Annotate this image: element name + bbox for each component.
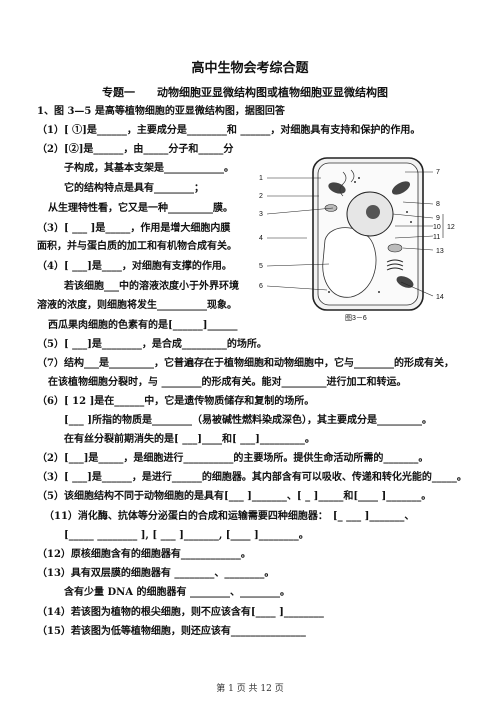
question-line: [_____ ________ ], [ ___ ]_______, [____… xyxy=(64,530,309,541)
figure-label: 13 xyxy=(436,248,444,255)
chloroplast xyxy=(328,182,346,194)
figure-label: 11 xyxy=(433,234,440,241)
question-line: 在该植物细胞分裂时，与 ________的形成有关。能对_________进行加… xyxy=(48,377,407,388)
question-line: （13）具有双层膜的细胞器有 ________、________。 xyxy=(37,568,275,579)
question-line: 它的结构特点是具有________； xyxy=(64,183,204,194)
question-line: （11）消化酶、抗体等分泌蛋白的合成和运输需要四种细胞器： [_ ___ ]__… xyxy=(44,511,415,522)
figure-label: 3 xyxy=(259,211,263,218)
question-line: 含有少量 DNA 的细胞器有 ________、________。 xyxy=(64,587,291,598)
question-line: 面积，并与蛋白质的加工和有机物合成有关。 xyxy=(37,241,237,252)
question-line: （3）[ ___]是______，是进行______的细胞器。其内部含有可以吸收… xyxy=(37,472,467,483)
figure-label: 5 xyxy=(259,263,263,270)
endoplasmic-reticulum xyxy=(339,169,355,197)
question-line: （7）结构___是_________，它普遍存在于植物细胞和动物细胞中，它与__… xyxy=(37,358,454,369)
figure-label: 4 xyxy=(259,235,263,242)
question-line: （5）该细胞结构不同于动物细胞的是具有[___ ]_______、[ _ ]__… xyxy=(37,491,432,502)
question-line: （3）[ ___ ]是_____，作用是增大细胞内膜 xyxy=(37,223,231,234)
figure-label: 8 xyxy=(436,201,440,208)
figure-label: 10 xyxy=(433,224,441,231)
nucleolus xyxy=(366,205,380,219)
page-footer: 第 1 页 共 12 页 xyxy=(216,684,284,694)
question-line: [___ ]所指的物质是________（易被碱性燃料染成深色），其主要成分是_… xyxy=(64,415,432,426)
question-line: 在有丝分裂前期消失的是[ ___]____和[ ___]_________。 xyxy=(64,434,315,445)
figure-caption: 图3－6 xyxy=(345,314,367,322)
vacuole xyxy=(322,227,377,298)
question-line: （5）[ ___]是________，是合成_________的场所。 xyxy=(37,339,267,350)
question-line: （2）[②]是______，由_____分子和_____分 xyxy=(37,144,234,155)
section-subtitle: 专题一 动物细胞亚显微结构图或植物细胞亚显微结构图 xyxy=(102,86,388,99)
question-line: （1）[ ①]是______，主要成分是________和 ______，对细胞… xyxy=(37,125,421,136)
page-title: 高中生物会考综合题 xyxy=(191,61,309,76)
figure-label: 6 xyxy=(259,283,263,290)
figure-label: 14 xyxy=(436,294,444,301)
question-line: （15）若该图为低等植物细胞，则还应该有_______________ xyxy=(37,626,306,637)
question-line: （4）[ ___]是____，对细胞有支撑的作用。 xyxy=(37,261,232,272)
question-line: （12）原核细胞含有的细胞器有____________。 xyxy=(37,549,251,560)
question-line: 从生理特性看，它又是一种_________膜。 xyxy=(48,203,233,214)
question-line: （14）若该图为植物的根尖细胞，则不应该含有[____ ]________ xyxy=(37,607,324,618)
question-line: （6）[ 12 ]是在______中，它是遗传物质储存和复制的场所。 xyxy=(37,396,315,407)
mitochondrion xyxy=(387,243,403,253)
golgi-apparatus xyxy=(386,259,404,271)
figure-label: 2 xyxy=(259,193,263,200)
figure-label: 12 xyxy=(447,224,455,231)
figure-label: 9 xyxy=(436,215,440,222)
question-line: 子构成，其基本支架是____________。 xyxy=(64,163,234,174)
figure-label: 1 xyxy=(259,175,263,182)
question-line: 溶液的浓度，则细胞将发生__________现象。 xyxy=(37,300,237,311)
plant-cell-diagram: 1 2 3 4 5 6 7 8 9 10 11 12 13 14 图3－6 xyxy=(255,152,467,324)
question-line: 1、图 3—5 是高等植物细胞的亚显微结构图，据图回答 xyxy=(37,106,285,117)
question-line: （2）[___]是_____，是细胞进行__________的主要场所。提供生命… xyxy=(37,453,429,464)
question-line: 若该细胞___中的溶液浓度小于外界环境 xyxy=(64,281,239,292)
chloroplast xyxy=(391,181,411,195)
chloroplast xyxy=(396,276,414,288)
question-line: 西瓜果肉细胞的色素有的是[______]______ xyxy=(48,320,238,331)
figure-label: 7 xyxy=(436,169,440,176)
